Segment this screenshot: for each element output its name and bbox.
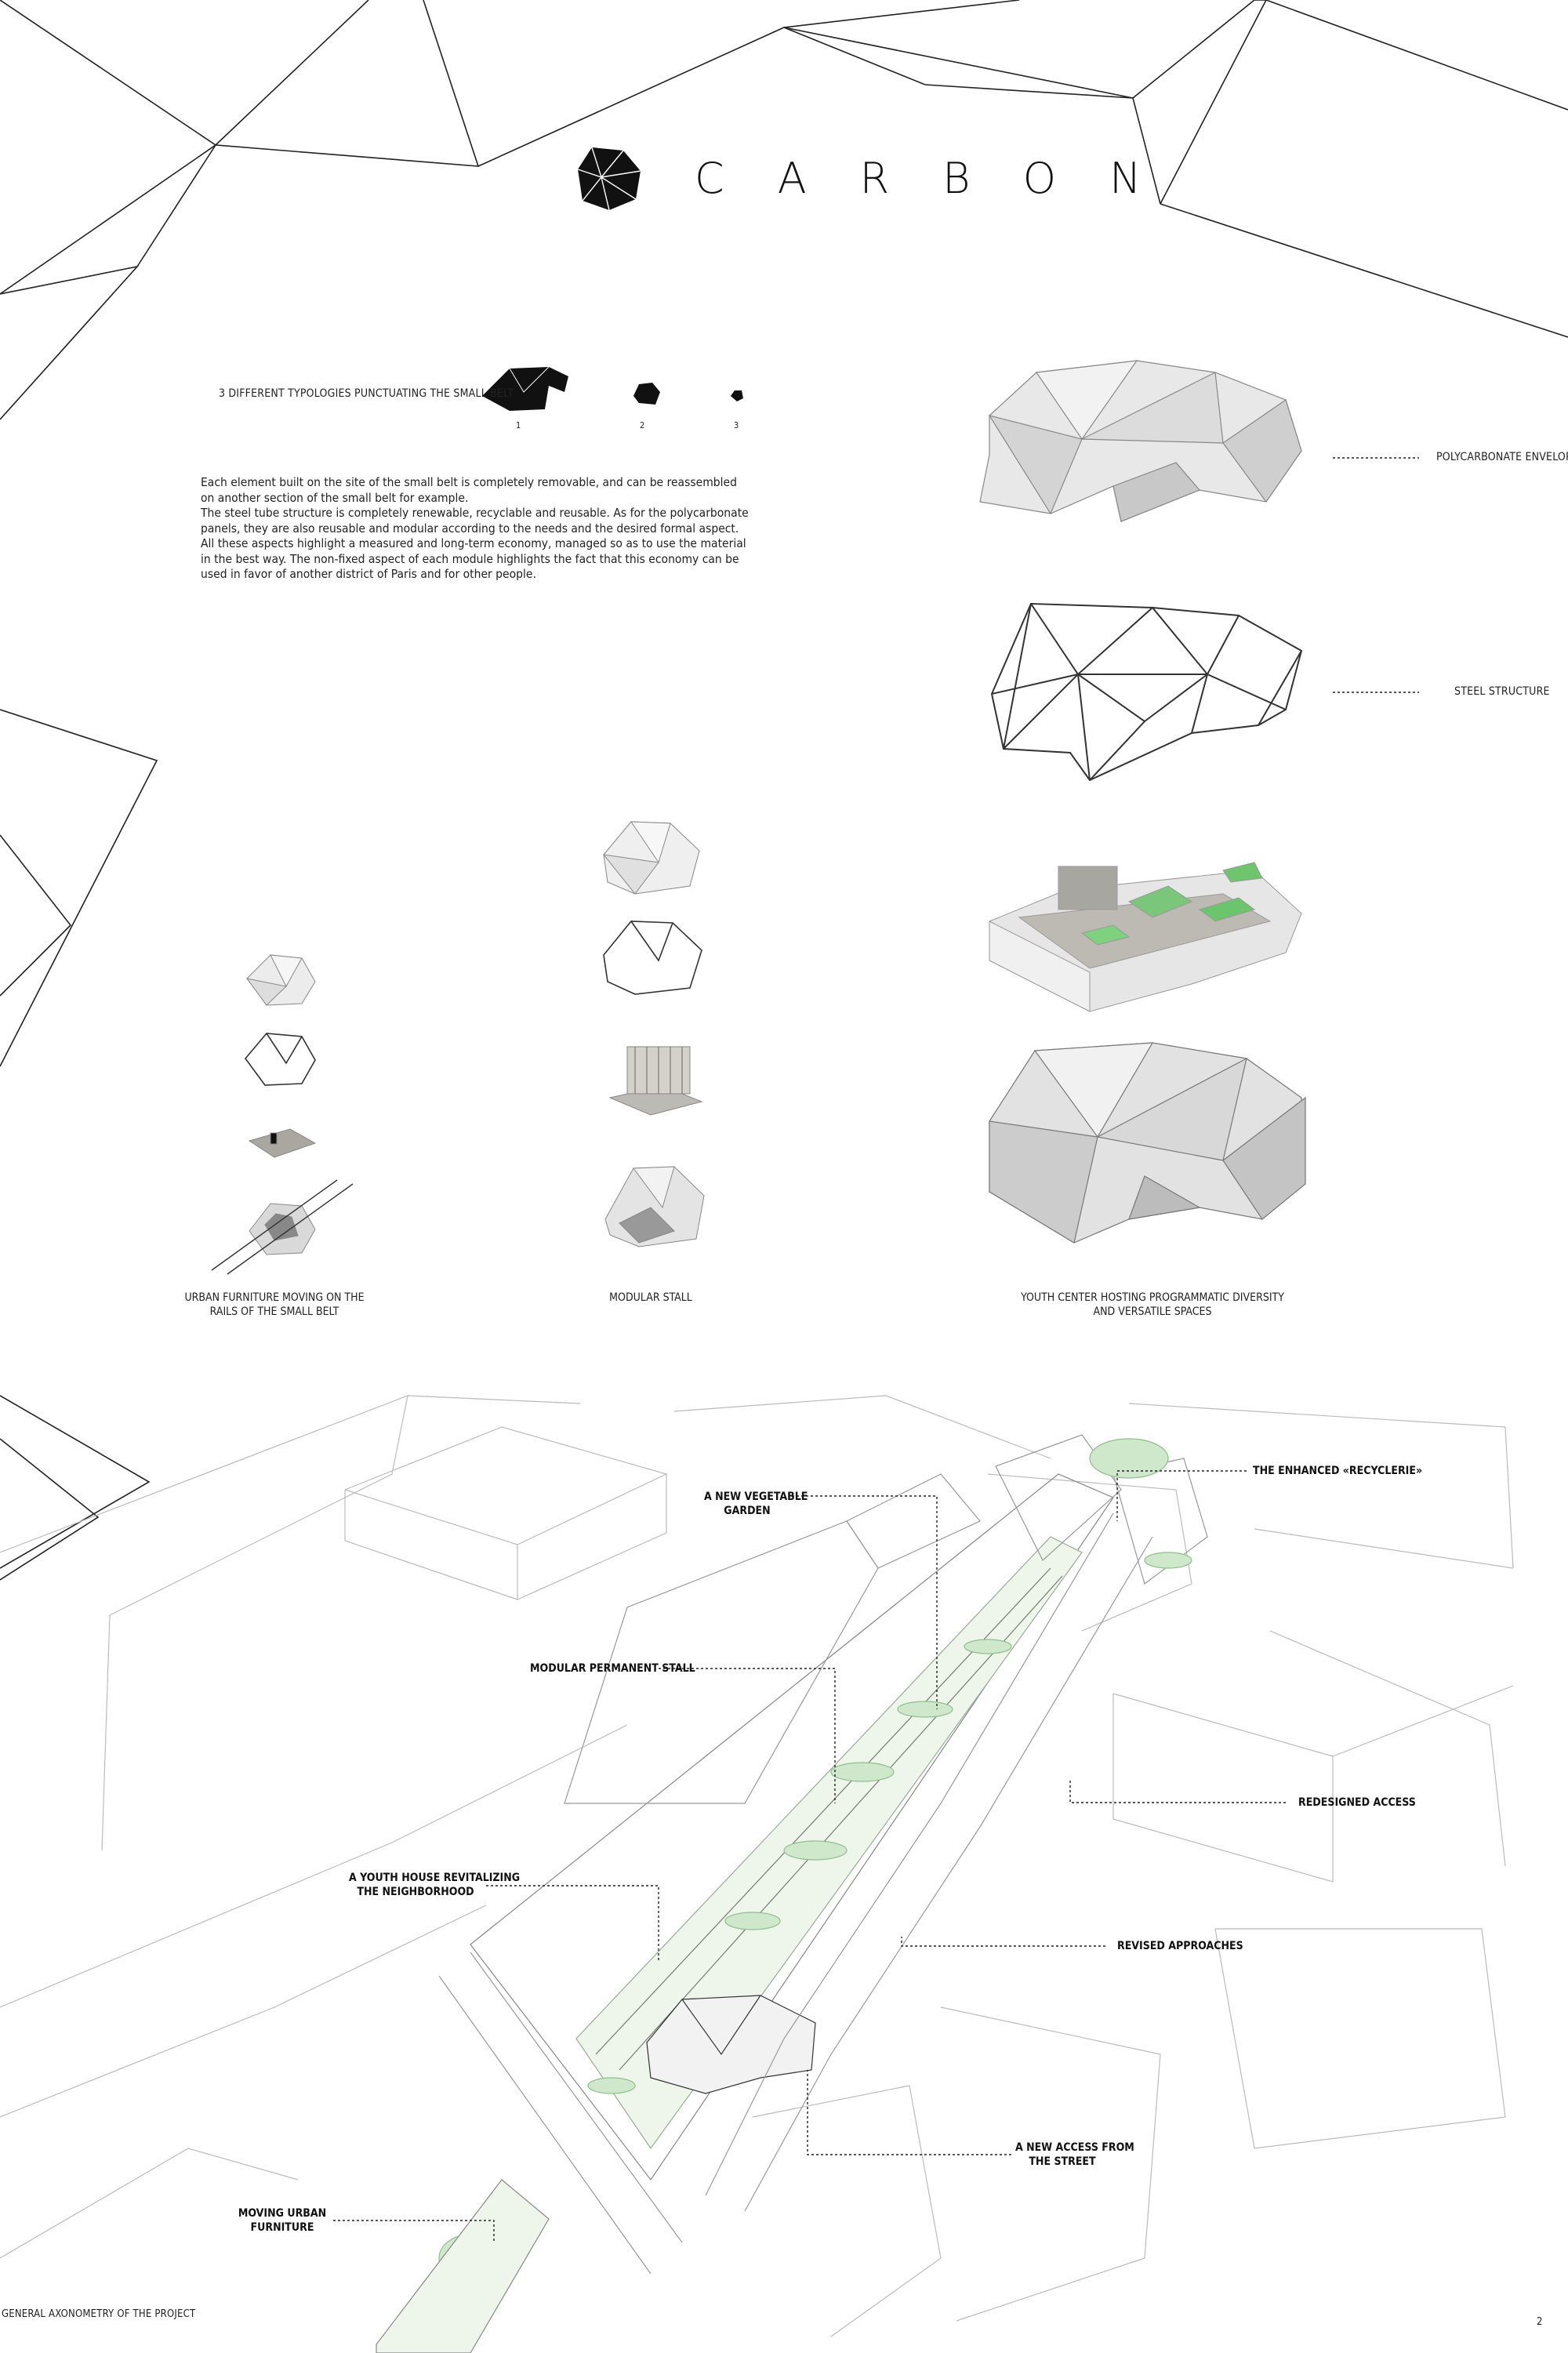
page-number: 2 xyxy=(1537,2316,1543,2328)
annotation-line: A NEW VEGETABLE xyxy=(704,1491,808,1503)
typology-number-3: 3 xyxy=(734,420,739,430)
description-paragraph: All these aspects highlight a measured a… xyxy=(201,536,746,581)
steel-structure-drawing xyxy=(990,602,1303,782)
annotation-line: GARDEN xyxy=(724,1505,771,1517)
caption-line: YOUTH CENTER HOSTING PROGRAMMATIC DIVERS… xyxy=(1021,1291,1284,1304)
typology-number-2: 2 xyxy=(640,420,645,430)
stall-caption: MODULAR STALL xyxy=(609,1291,692,1304)
steel-structure-label: STEEL STRUCTURE xyxy=(1454,685,1550,698)
decorative-triangles xyxy=(0,0,1568,1581)
typologies-caption: 3 DIFFERENT TYPOLOGIES PUNCTUATING THE S… xyxy=(219,387,514,400)
caption-line: RAILS OF THE SMALL BELT xyxy=(209,1305,339,1318)
description-paragraph: The steel tube structure is completely r… xyxy=(201,506,749,536)
typology-number-1: 1 xyxy=(516,420,521,430)
annotation-leaders xyxy=(333,457,1419,2242)
annotation-stall: MODULAR PERMANENT STALL xyxy=(530,1662,695,1675)
annotation-line: THE STREET xyxy=(1029,2155,1096,2168)
annotation-youth-house: A YOUTH HOUSE REVITALIZING THE NEIGHBORH… xyxy=(349,1871,521,1899)
project-description: Each element built on the site of the sm… xyxy=(201,475,750,583)
youth-center-envelope-drawing xyxy=(989,1042,1306,1244)
typology-icon-1 xyxy=(482,366,568,411)
caption-line: URBAN FURNITURE MOVING ON THE xyxy=(184,1291,365,1304)
typology-icon-3 xyxy=(731,390,743,401)
furniture-caption: URBAN FURNITURE MOVING ON THE RAILS OF T… xyxy=(172,1291,376,1319)
caption-line: AND VERSATILE SPACES xyxy=(1093,1305,1212,1318)
youth-center-interior-drawing xyxy=(989,862,1302,1012)
polycarbonate-envelope-label: POLYCARBONATE ENVELOPE xyxy=(1436,451,1568,463)
modular-stall-drawings xyxy=(602,821,705,1247)
annotation-garden: A NEW VEGETABLE GARDEN xyxy=(704,1490,808,1518)
annotation-line: FURNITURE xyxy=(250,2221,314,2234)
annotation-street-access: A NEW ACCESS FROM THE STREET xyxy=(1015,2141,1134,2169)
polycarbonate-envelope-drawing xyxy=(979,360,1302,522)
page-title: CARBON xyxy=(695,154,1195,203)
annotation-line: THE NEIGHBORHOOD xyxy=(357,1886,474,1898)
annotation-approaches: REVISED APPROACHES xyxy=(1117,1940,1243,1952)
axonometry-caption: GENERAL AXONOMETRY OF THE PROJECT xyxy=(2,2308,196,2320)
annotation-access: REDESIGNED ACCESS xyxy=(1298,1796,1416,1809)
axonometry-drawing xyxy=(0,1395,1514,2353)
annotation-line: MOVING URBAN xyxy=(238,2207,327,2220)
typology-icon-2 xyxy=(633,383,660,405)
annotation-line: A NEW ACCESS FROM xyxy=(1015,2141,1134,2154)
polyhedron-logo-icon xyxy=(577,147,641,211)
urban-furniture-drawings xyxy=(211,954,354,1275)
annotation-moving-furniture: MOVING URBAN FURNITURE xyxy=(235,2206,329,2235)
annotation-recyclerie: THE ENHANCED «RECYCLERIE» xyxy=(1253,1465,1423,1477)
annotation-line: A YOUTH HOUSE REVITALIZING xyxy=(349,1872,521,1884)
youth-center-caption: YOUTH CENTER HOSTING PROGRAMMATIC DIVERS… xyxy=(1011,1291,1294,1319)
description-paragraph: Each element built on the site of the sm… xyxy=(201,475,737,505)
